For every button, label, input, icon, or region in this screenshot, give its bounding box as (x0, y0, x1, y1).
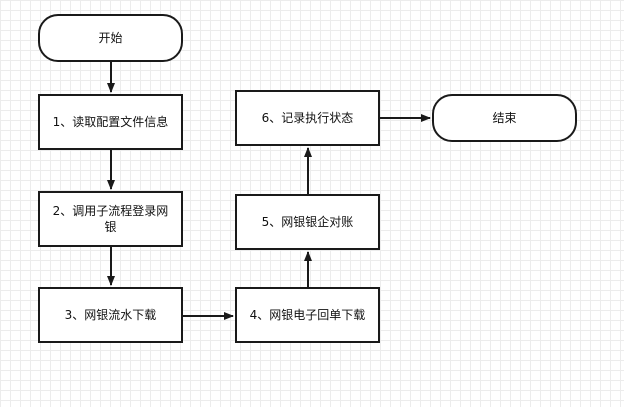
step-4-download-receipt-node[interactable]: 4、网银电子回单下载 (235, 287, 380, 343)
end-node-label: 结束 (492, 111, 517, 125)
step-1-label: 1、读取配置文件信息 (52, 115, 169, 129)
step-2-login-bank-node[interactable]: 2、调用子流程登录网银 (38, 191, 183, 247)
end-node[interactable]: 结束 (432, 94, 577, 142)
step-2-label: 2、调用子流程登录网银 (52, 204, 169, 234)
step-6-record-status-node[interactable]: 6、记录执行状态 (235, 90, 380, 146)
step-5-label: 5、网银银企对账 (261, 215, 354, 229)
step-5-reconciliation-node[interactable]: 5、网银银企对账 (235, 194, 380, 250)
start-node[interactable]: 开始 (38, 14, 183, 62)
step-3-label: 3、网银流水下载 (64, 308, 157, 322)
start-node-label: 开始 (98, 31, 123, 45)
step-1-read-config-node[interactable]: 1、读取配置文件信息 (38, 94, 183, 150)
step-4-label: 4、网银电子回单下载 (249, 308, 366, 322)
step-6-label: 6、记录执行状态 (261, 111, 354, 125)
step-3-download-statement-node[interactable]: 3、网银流水下载 (38, 287, 183, 343)
